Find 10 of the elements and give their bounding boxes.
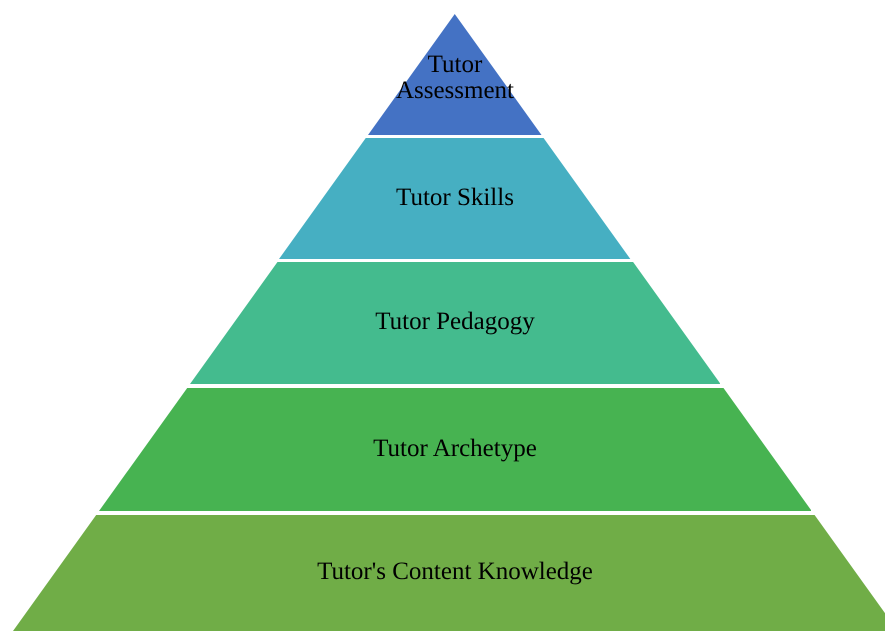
tier-label: Tutor Archetype (372, 436, 538, 462)
pyramid-tier (12, 515, 885, 631)
tier-label: Tutor Pedagogy (374, 309, 536, 336)
tier-label: Tutor's Content Knowledge (316, 559, 594, 586)
pyramid-tier (368, 14, 542, 135)
tier-label: Tutor Assessment (394, 52, 516, 104)
pyramid-tier (190, 262, 720, 384)
pyramid-tier (279, 138, 631, 259)
tier-label: Tutor Skills (395, 184, 515, 211)
pyramid-tier (98, 388, 812, 511)
